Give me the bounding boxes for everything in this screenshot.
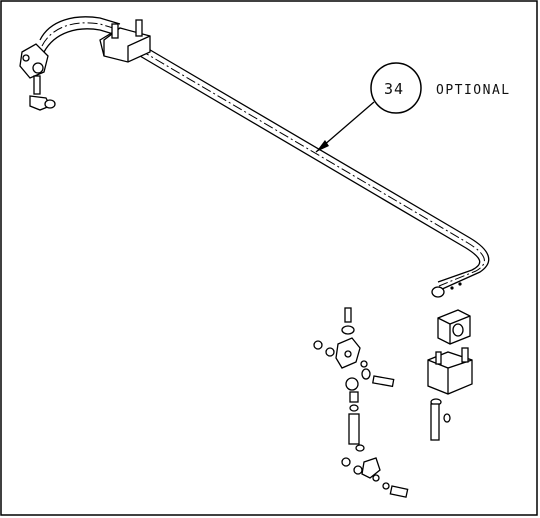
left-end-link bbox=[19, 43, 56, 111]
leader-arrowhead bbox=[316, 140, 329, 152]
right-mount-bracket bbox=[427, 347, 473, 395]
callout-balloon bbox=[370, 62, 422, 114]
callout-note: OPTIONAL bbox=[436, 83, 511, 98]
sway-bar bbox=[39, 16, 490, 298]
upper-bushing-bracket bbox=[99, 19, 151, 63]
right-bolt bbox=[430, 398, 451, 441]
end-link-assembly bbox=[313, 307, 409, 498]
callout-number: 34 bbox=[384, 80, 404, 98]
right-bushing bbox=[437, 309, 471, 345]
callout-34: 34 OPTIONAL bbox=[315, 62, 511, 153]
